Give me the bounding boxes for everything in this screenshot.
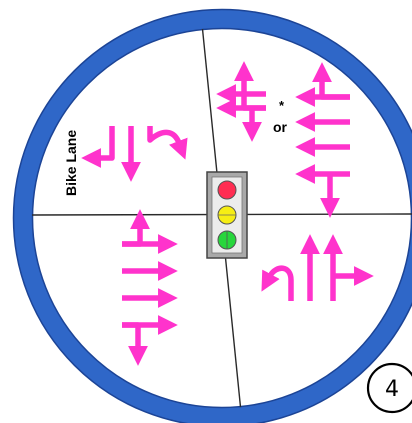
- badge-number: 4: [385, 377, 399, 402]
- southwest-arrow-group: [122, 209, 178, 366]
- lane-arrow-icon: [261, 265, 294, 301]
- lane-arrow-icon: [122, 322, 148, 366]
- north-arrow-group: [216, 61, 266, 142]
- or-label: or: [273, 119, 288, 135]
- traffic-light-icon: [206, 171, 248, 259]
- lane-arrow-icon: [147, 126, 188, 160]
- lane-arrows: [81, 61, 374, 366]
- signal-red-light: [217, 180, 237, 200]
- northwest-arrow-group: [81, 126, 188, 182]
- outer-ring: [13, 9, 412, 423]
- bike-lane-label: Bike Lane: [63, 130, 79, 196]
- lane-arrow-icon: [81, 126, 115, 168]
- northeast-arrow-group: [295, 62, 350, 218]
- badge-circle: [366, 362, 412, 414]
- outer-ring-edge: [12, 8, 412, 423]
- southeast-arrow-group: [261, 234, 374, 301]
- figure-number-badge: 4: [366, 362, 412, 414]
- asterisk-label: *: [279, 98, 285, 113]
